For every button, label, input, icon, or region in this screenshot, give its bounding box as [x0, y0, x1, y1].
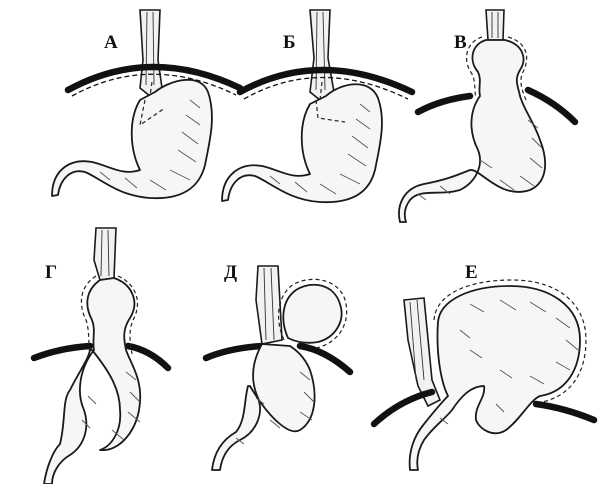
- stomach-d: [212, 344, 315, 470]
- stomach-v: [399, 40, 545, 222]
- panel-a: А: [52, 10, 240, 198]
- stomach-b: [222, 84, 382, 202]
- panel-d: Д: [206, 262, 350, 470]
- esophagus-a: [140, 10, 162, 96]
- stomach-g: [44, 278, 140, 484]
- panel-label-g: Г: [45, 262, 57, 283]
- panel-label-d: Д: [224, 262, 237, 283]
- panel-label-e: Е: [465, 262, 478, 283]
- esophagus-d: [256, 266, 282, 344]
- panel-g: Г: [34, 228, 168, 484]
- panel-label-v: В: [454, 32, 467, 53]
- stomach-e: [410, 286, 580, 470]
- esophagus-b: [310, 10, 334, 100]
- hernia-sac-d: [283, 285, 341, 343]
- esophagus-g: [94, 228, 116, 280]
- panel-b: Б: [222, 10, 412, 202]
- panel-e: Е: [374, 262, 594, 470]
- esophagus-v: [486, 10, 504, 40]
- stomach-a: [52, 80, 212, 198]
- panel-label-a: А: [104, 32, 118, 53]
- panel-label-b: Б: [283, 32, 296, 53]
- panel-v: В: [399, 10, 575, 222]
